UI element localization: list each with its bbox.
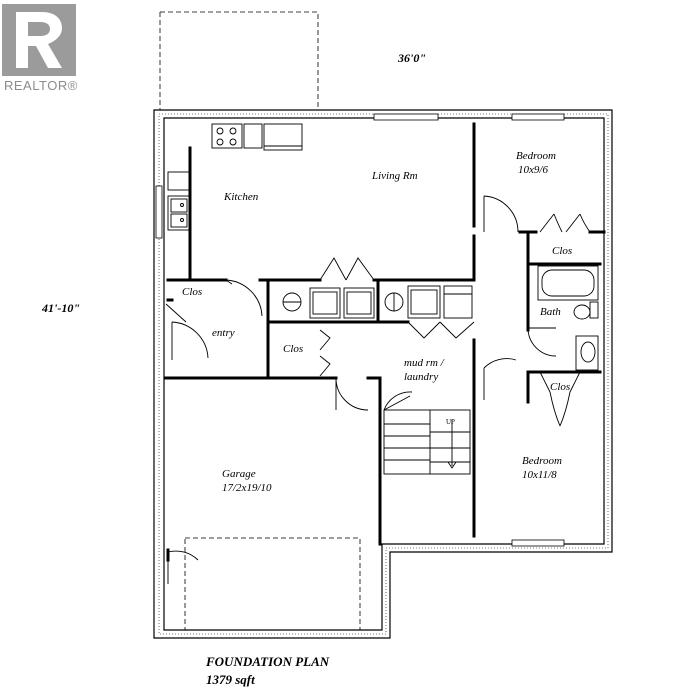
kitchen-fixtures: [167, 123, 303, 231]
closet4-label: Clos: [550, 381, 570, 393]
mudrm-door: [335, 377, 369, 411]
bedroom2-label: Bedroom: [522, 455, 562, 467]
plan-area: 1379 sqft: [206, 672, 255, 687]
closet3-label: Clos: [283, 343, 303, 355]
realtor-wordmark-text: REALTOR: [4, 78, 68, 93]
deck-outline: [160, 11, 319, 110]
door-swings: [165, 195, 591, 584]
bedroom1-door: [483, 195, 519, 233]
dryer-icon: [343, 287, 375, 319]
staircase: [383, 409, 471, 475]
bathtub-icon: [537, 265, 599, 301]
plan-title: FOUNDATION PLAN: [205, 654, 330, 669]
bedroom1-size: 10x9/6: [518, 164, 548, 176]
bedroom1-label: Bedroom: [516, 150, 556, 162]
interior-walls: [164, 122, 606, 562]
clos-door-a: [165, 303, 187, 323]
sink-icon: [167, 195, 191, 231]
entry-label: entry: [212, 327, 235, 339]
bedroom2-size: 10x11/8: [522, 469, 557, 481]
laundry-fixtures: [282, 285, 473, 319]
stair-up-label: UP: [446, 418, 455, 426]
clos3-doors: [319, 329, 331, 377]
bath-door: [527, 327, 557, 357]
entry-door: [225, 279, 263, 317]
width-dimension: 36'0": [397, 51, 426, 65]
mudroom-label-line2: laundry: [404, 371, 438, 383]
realtor-registered-mark: ®: [67, 78, 78, 93]
windows: [155, 113, 565, 547]
garage-label: Garage: [222, 468, 256, 480]
vanity-icon: [575, 335, 599, 371]
bath-label: Bath: [540, 306, 561, 318]
mudroom-label-line1: mud rm /: [404, 357, 445, 369]
fridge-icon: [263, 123, 303, 151]
bath-fixtures: [537, 265, 599, 371]
garage-side-door: [167, 550, 199, 584]
living-room-label: Living Rm: [371, 170, 418, 182]
toilet-icon: [573, 304, 591, 320]
garage-door-outline: [184, 537, 361, 631]
bedroom2-door: [483, 358, 517, 400]
range-icon: [211, 123, 243, 149]
garage-size: 17/2x19/10: [222, 482, 272, 494]
realtor-wordmark: REALTOR®: [4, 78, 78, 93]
exterior-walls: [153, 109, 613, 639]
laundry-bifold: [407, 321, 475, 339]
realtor-logo: [2, 4, 76, 76]
exterior-entry-door: [171, 321, 209, 360]
depth-dimension: 41'-10": [41, 301, 80, 315]
clos4-doors: [539, 371, 581, 427]
laundry-clos-doors: [319, 257, 375, 281]
stair-door: [383, 391, 413, 411]
washer-icon: [309, 287, 341, 319]
kitchen-label: Kitchen: [223, 191, 259, 203]
realtor-r-icon: [16, 12, 62, 68]
closet1-label: Clos: [552, 245, 572, 257]
closet2-label: Clos: [182, 286, 202, 298]
